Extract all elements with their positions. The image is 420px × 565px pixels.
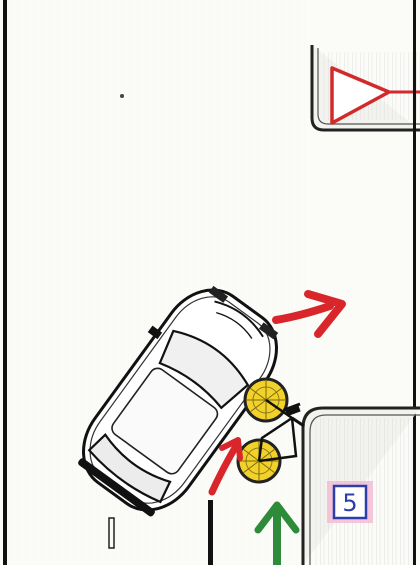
road-edge-right bbox=[413, 0, 416, 565]
road-edge-left bbox=[3, 0, 7, 565]
ink-dot bbox=[120, 94, 124, 98]
house-number-label: 5 bbox=[342, 489, 357, 517]
house-number-icon: 5 bbox=[327, 481, 373, 523]
bike-lane-line bbox=[208, 500, 213, 565]
